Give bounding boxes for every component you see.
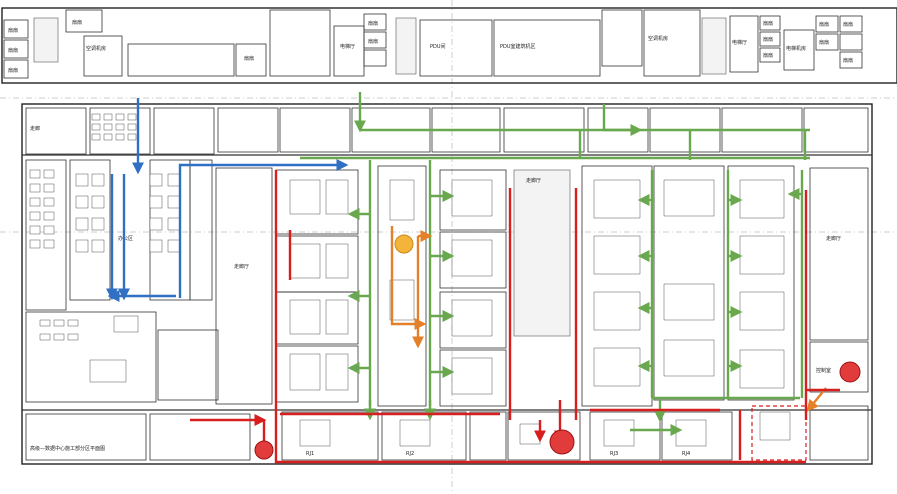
top-room-label: 扇扇: [368, 20, 378, 27]
main-building: [21, 103, 873, 465]
hall-label-2: 走廊厅: [526, 177, 541, 184]
top-room-label: PDU室建筑机区: [500, 43, 536, 50]
top-room-label: 扇扇: [843, 21, 853, 28]
top-room-label: 电梯厅: [340, 43, 355, 50]
top-room-label: 扇扇: [72, 19, 82, 26]
top-room-label: 扇扇: [244, 55, 254, 62]
top-room-label: 扇扇: [763, 36, 773, 43]
room-label-b3: RJ3: [610, 451, 618, 457]
red-route: [190, 170, 840, 464]
room-label-b2: RJ2: [406, 451, 414, 457]
top-strip: [1, 7, 897, 84]
room-label-b4: RJ4: [682, 451, 690, 457]
blue-route: [106, 98, 349, 302]
top-room-label: 扇扇: [8, 47, 18, 54]
bottom-rooms: [25, 405, 869, 461]
control-room-label: 控制室: [816, 367, 831, 374]
markers: [254, 234, 861, 460]
top-room-label: 空调机房: [648, 35, 668, 42]
top-room-label: 电梯厅: [732, 39, 747, 46]
top-room-label: 扇扇: [819, 39, 829, 46]
top-room-label: 电梯机房: [786, 45, 806, 52]
red-marker[interactable]: [839, 361, 861, 383]
top-room-label: 扇扇: [8, 67, 18, 74]
top-strip-labels: 扇扇 扇扇 扇扇 扇扇 空调机房 扇扇 扇扇 扇扇 电梯厅 PDU间 PDU室建…: [8, 19, 853, 74]
bottom-caption: 高级—数据中心施工部分区平面图: [30, 445, 105, 452]
red-marker[interactable]: [549, 429, 575, 455]
office-area-label: 办公区: [118, 235, 133, 242]
room-label-b1: RJ1: [306, 451, 314, 457]
left-office: [25, 107, 219, 403]
top-room-label: 扇扇: [763, 52, 773, 59]
top-room-label: PDU间: [430, 43, 446, 50]
equipment: [289, 179, 785, 395]
corridor-label: 走廊: [30, 125, 40, 132]
top-room-label: 扇扇: [8, 27, 18, 34]
top-room-label: 扇扇: [368, 38, 378, 45]
top-room-label: 扇扇: [819, 21, 829, 28]
orange-marker[interactable]: [394, 234, 414, 254]
red-marker[interactable]: [254, 440, 274, 460]
orange-route: [390, 226, 827, 412]
floor-labels: 走廊 办公区 走廊厅 走廊厅 走廊厅 高级—数据中心施工部分区平面图 RJ1 R…: [30, 125, 841, 457]
green-route: [300, 92, 810, 436]
desk-grid: [29, 113, 181, 383]
hall-label-1: 走廊厅: [234, 263, 249, 270]
hall-label-3: 走廊厅: [826, 235, 841, 242]
top-room-label: 扇扇: [763, 20, 773, 27]
top-room-label: 扇扇: [843, 57, 853, 64]
top-room-label: 空调机房: [86, 45, 106, 52]
